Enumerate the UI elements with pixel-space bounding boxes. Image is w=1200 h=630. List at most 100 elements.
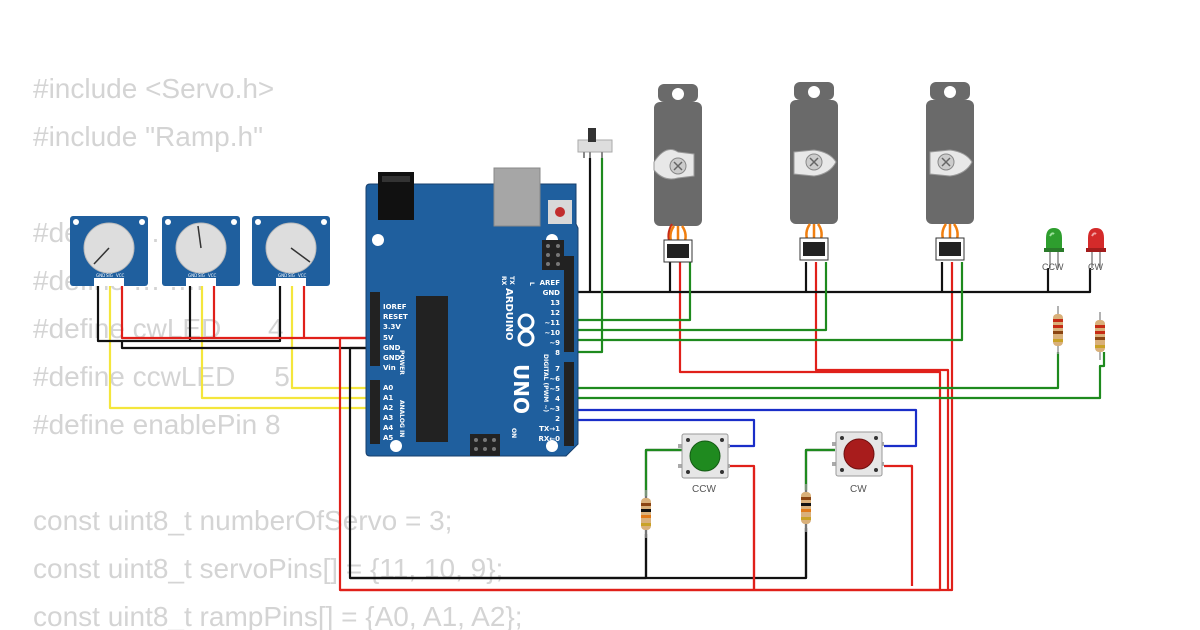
pin-label: A5: [383, 434, 393, 442]
pin-label: 2: [555, 415, 560, 423]
button-label: CCW: [692, 484, 716, 495]
pot-pin-label: VCC: [116, 273, 125, 278]
wire-pot1-signal[interactable]: [108, 286, 374, 410]
wire-servo1-signal[interactable]: [568, 262, 692, 322]
rx-label: RX: [500, 276, 507, 286]
pot-pin-header: [94, 278, 124, 286]
wire-servo2-signal[interactable]: [568, 262, 828, 332]
wire-led-cw[interactable]: [568, 352, 1106, 400]
digital-label: DIGITAL (PWM ~): [542, 354, 549, 412]
pot-mount-hole: [165, 219, 171, 225]
pot-indicator: [197, 225, 202, 249]
power-pin-labels: IOREF RESET 3.3V 5V GND GND Vin: [383, 303, 408, 372]
wire-pot2-signal[interactable]: [200, 286, 374, 400]
pot-mount-hole: [321, 219, 327, 225]
icsp-header-bottom: [470, 434, 500, 456]
button-cap[interactable]: [689, 440, 721, 472]
pot-mount-hole: [139, 219, 145, 225]
pin-label: 13: [550, 299, 560, 307]
button-corner: [840, 468, 844, 472]
switch-knob[interactable]: [588, 128, 596, 142]
pin-label: 4: [555, 395, 560, 403]
pin-label: GND: [543, 289, 561, 297]
servo-motor[interactable]: [653, 84, 702, 263]
pin-label: GND: [383, 344, 401, 352]
wire-btn-ccw[interactable]: [568, 408, 918, 448]
wire-pot-vcc[interactable]: [120, 286, 374, 340]
button-cap[interactable]: [843, 438, 875, 470]
pot-mount-hole: [231, 219, 237, 225]
servo-motor[interactable]: [926, 82, 974, 261]
code-line: #define ccwLED 5: [33, 361, 290, 392]
pin-label: ~9: [549, 339, 560, 347]
wire-5v-bus[interactable]: [340, 262, 942, 592]
wire-servo3-signal[interactable]: [568, 262, 964, 342]
analog-pin-labels: A0 A1 A2 A3 A4 A5: [383, 384, 393, 442]
led-body: [1046, 228, 1062, 250]
pot-knob[interactable]: [175, 222, 227, 274]
pot-pin-label: GND: [96, 273, 105, 278]
potentiometer[interactable]: GND SIG VCC: [162, 216, 240, 286]
reset-button-cap[interactable]: [555, 207, 565, 217]
led-ccw[interactable]: CCW: [1042, 228, 1064, 272]
digital-header-top: [564, 256, 574, 352]
microcontroller-chip: [416, 296, 448, 442]
wire-5v-bus[interactable]: [948, 262, 954, 592]
button-corner: [720, 470, 724, 474]
slide-switch[interactable]: [577, 128, 613, 158]
pot-indicator: [93, 247, 110, 265]
led-highlight: [1091, 232, 1097, 237]
pin-label: A1: [383, 394, 393, 402]
button-corner: [874, 436, 878, 440]
wire-btn-5v[interactable]: [730, 464, 756, 590]
wire-btn-cw[interactable]: [568, 418, 756, 448]
pin-label: TX→1: [539, 425, 560, 433]
wire-btn-res[interactable]: [644, 448, 682, 496]
on-label: ON: [510, 428, 517, 438]
wire-switch-signal[interactable]: [568, 158, 604, 354]
servo-hole: [672, 88, 684, 100]
servo-connector-pins: [939, 242, 961, 256]
wire-5v-bus[interactable]: [910, 464, 914, 586]
pin-label: RX←0: [538, 435, 560, 443]
wire-top-gnd[interactable]: [568, 268, 1092, 294]
icsp-header: [542, 240, 564, 270]
wire-pot-gnd[interactable]: [190, 286, 282, 343]
led-cw[interactable]: CW: [1086, 228, 1106, 272]
wire-btn-res[interactable]: [804, 448, 835, 490]
wire-led-ccw[interactable]: [568, 352, 1060, 390]
code-line: const uint8_t rampPins[] = {A0, A1, A2};: [33, 601, 523, 630]
pot-mount-hole: [255, 219, 261, 225]
pin-label: 12: [550, 309, 560, 317]
resistor: [801, 484, 811, 532]
code-line: const uint8_t servoPins[] = {11, 10, 9};: [33, 553, 503, 584]
wire-pot3-signal[interactable]: [290, 286, 374, 390]
servo-shaft-cross: [941, 157, 951, 167]
servo-motor[interactable]: [790, 82, 838, 261]
pin-label: Vin: [383, 364, 396, 372]
button-corner: [686, 438, 690, 442]
pin-label: A2: [383, 404, 393, 412]
potentiometer[interactable]: GND SIG VCC: [252, 216, 330, 286]
analog-header: [370, 380, 380, 444]
pin-label: 3.3V: [383, 323, 401, 331]
pushbutton-cw[interactable]: CW: [832, 431, 884, 495]
button-corner: [686, 470, 690, 474]
pin-label: ~10: [544, 329, 560, 337]
pot-mount-hole: [73, 219, 79, 225]
pot-pin-label: GND: [278, 273, 287, 278]
pin-label: A4: [383, 424, 393, 432]
resistor: [1095, 312, 1105, 360]
led-body: [1088, 228, 1104, 250]
potentiometer[interactable]: GND SIG VCC: [70, 216, 148, 286]
power-header: [370, 292, 380, 366]
servo-shaft-cross: [809, 157, 819, 167]
tx-label: TX: [508, 276, 515, 285]
pushbutton-ccw[interactable]: CCW: [678, 433, 730, 495]
arduino-uno[interactable]: ARDUINO UNO POWER ANALOG IN DIGITAL (PWM…: [365, 167, 579, 457]
pot-pin-label: SIG: [106, 273, 113, 278]
pot-pin-label: VCC: [298, 273, 307, 278]
servo-connector-pins: [667, 244, 689, 258]
mount-hole: [372, 234, 384, 246]
led-rim: [1044, 248, 1064, 252]
